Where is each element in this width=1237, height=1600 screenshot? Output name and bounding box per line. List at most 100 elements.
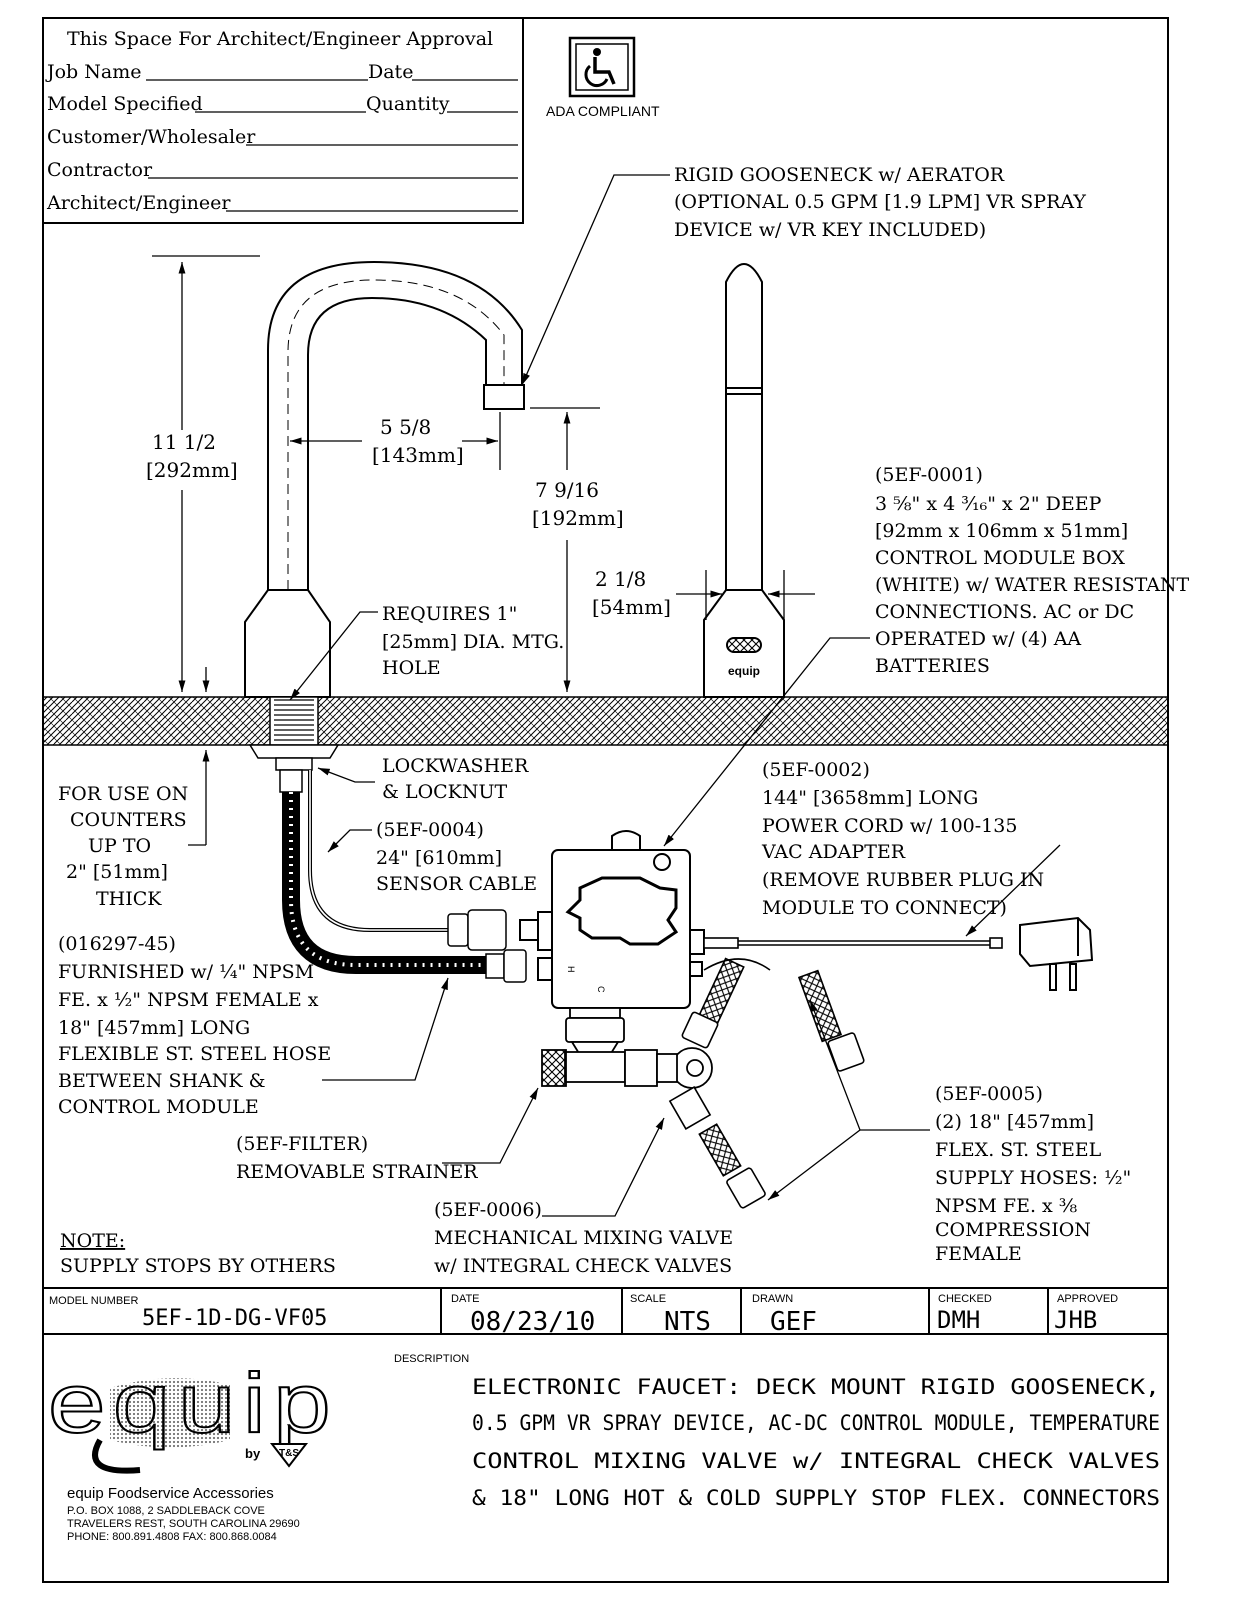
ts-logo: T&S: [269, 1443, 309, 1468]
supply-hoses-callout-2: (2) 18" [457mm]: [935, 1111, 1094, 1133]
scale-value: NTS: [664, 1307, 711, 1337]
description-line-1: ELECTRONIC FAUCET: DECK MOUNT RIGID GOOS…: [472, 1375, 1160, 1399]
supply-hoses-callout-7: FEMALE: [935, 1243, 1022, 1265]
spout-height-dim-2: [192mm]: [532, 506, 624, 530]
mixing-valve-callout-1: (5EF-0006): [434, 1199, 542, 1221]
control-box-callout-6: CONNECTIONS. AC or DC: [875, 601, 1134, 623]
date-field-value: 08/23/10: [470, 1307, 595, 1337]
description-line-2: 0.5 GPM VR SPRAY DEVICE, AC-DC CONTROL M…: [472, 1411, 1160, 1435]
mixing-valve-callout-2: MECHANICAL MIXING VALVE: [434, 1227, 733, 1249]
sensor-cable-callout-3: SENSOR CABLE: [376, 873, 537, 895]
company-phone: PHONE: 800.891.4808 FAX: 800.868.0084: [67, 1531, 277, 1543]
power-cord-callout-6: MODULE TO CONNECT): [762, 897, 1007, 919]
hose-callout-4: 18" [457mm] LONG: [58, 1017, 250, 1039]
supply-hoses-callout-1: (5EF-0005): [935, 1083, 1043, 1105]
faucet-shank: [248, 696, 340, 793]
date-label: Date: [368, 61, 413, 83]
module-arrow-h: H: [566, 966, 576, 973]
lockwasher-callout-1: LOCKWASHER: [382, 755, 529, 777]
supply-hose-cold: [703, 958, 865, 1072]
description-line-4: & 18" LONG HOT & COLD SUPPLY STOP FLEX. …: [472, 1486, 1160, 1510]
power-cord-callout-1: (5EF-0002): [762, 759, 870, 781]
hose-callout-2: FURNISHED w/ ¼" NPSM: [58, 961, 314, 983]
ada-wheelchair-icon: [568, 36, 636, 98]
control-box-callout-5: (WHITE) w/ WATER RESISTANT: [875, 574, 1190, 596]
model-specified-label: Model Specified: [47, 93, 203, 115]
sensor-cable-connector: [447, 909, 507, 951]
supply-hoses-callout-6: COMPRESSION: [935, 1219, 1091, 1241]
model-number-value: 5EF-1D-DG-VF05: [142, 1306, 327, 1331]
control-box-callout-3: [92mm x 106mm x 51mm]: [875, 520, 1128, 542]
approved-label: APPROVED: [1057, 1293, 1118, 1305]
control-box-callout-4: CONTROL MODULE BOX: [875, 547, 1125, 569]
power-cord-callout-5: (REMOVE RUBBER PLUG IN: [762, 869, 1044, 891]
gooseneck-faucet: [244, 260, 525, 698]
mixing-valve-callout-3: w/ INTEGRAL CHECK VALVES: [434, 1255, 732, 1277]
height-dim-1: 11 1/2: [152, 430, 216, 454]
strainer-callout-2: REMOVABLE STRAINER: [236, 1161, 478, 1183]
lockwasher-callout-2: & LOCKNUT: [382, 781, 508, 803]
approval-box: This Space For Architect/Engineer Approv…: [42, 17, 524, 224]
quantity-label: Quantity: [366, 93, 450, 115]
power-cord-callout-2: 144" [3658mm] LONG: [762, 787, 978, 809]
gooseneck-callout-3: DEVICE w/ VR KEY INCLUDED): [674, 219, 986, 241]
countertop: [42, 696, 1169, 746]
control-box-callout-2: 3 ⅝" x 4 ³⁄₁₆" x 2" DEEP: [875, 493, 1102, 515]
equip-logo: equip: [47, 1355, 333, 1474]
supply-hoses-callout-4: SUPPLY HOSES: ½": [935, 1167, 1131, 1189]
model-number-label: MODEL NUMBER: [49, 1295, 138, 1307]
base-width-dim-1: 2 1/8: [595, 567, 646, 591]
control-box-callout-7: OPERATED w/ (4) AA: [875, 628, 1081, 650]
mtg-hole-callout-1: REQUIRES 1": [382, 603, 517, 625]
supply-hose-hot: [668, 957, 766, 1209]
approval-title: This Space For Architect/Engineer Approv…: [67, 28, 493, 50]
company-address-2: TRAVELERS REST, SOUTH CAROLINA 29690: [67, 1518, 300, 1530]
counters-callout-1: FOR USE ON: [58, 783, 188, 805]
by-label: by: [245, 1446, 261, 1461]
sensor-cable-callout-1: (5EF-0004): [376, 819, 484, 841]
customer-label: Customer/Wholesaler: [47, 126, 256, 148]
control-box-callout-1: (5EF-0001): [875, 464, 983, 486]
company-name: equip Foodservice Accessories: [67, 1485, 274, 1502]
ts-logo-text: T&S: [279, 1448, 299, 1459]
architect-label: Architect/Engineer: [46, 192, 231, 214]
gooseneck-callout-2: (OPTIONAL 0.5 GPM [1.9 LPM] VR SPRAY: [674, 191, 1086, 213]
drawn-label: DRAWN: [752, 1293, 793, 1305]
supply-hoses-callout-5: NPSM FE. x ⅜: [935, 1195, 1077, 1217]
contractor-label: Contractor: [47, 159, 153, 181]
power-cord-callout-4: VAC ADAPTER: [761, 841, 906, 863]
title-block: [43, 1287, 1168, 1335]
approved-value: JHB: [1054, 1306, 1097, 1334]
outer-border: [42, 17, 1169, 1583]
note-body: SUPPLY STOPS BY OTHERS: [60, 1255, 336, 1277]
sensor-logo: equip: [728, 664, 760, 678]
checked-label: CHECKED: [938, 1293, 992, 1305]
module-arrow-c: C: [596, 986, 606, 993]
description-label: DESCRIPTION: [394, 1353, 469, 1365]
supply-hoses-callout-3: FLEX. ST. STEEL: [935, 1139, 1102, 1161]
description-line-3: CONTROL MIXING VALVE w/ INTEGRAL CHECK V…: [472, 1449, 1160, 1473]
hose-callout-5: FLEXIBLE ST. STEEL HOSE: [58, 1043, 331, 1065]
hose-fitting: [485, 949, 527, 983]
reach-dim-2: [143mm]: [372, 443, 464, 467]
drawn-value: GEF: [770, 1307, 817, 1337]
hose-callout-1: (016297-45): [58, 933, 176, 955]
counters-callout-3: UP TO: [88, 835, 151, 857]
sensor-unit: [703, 263, 785, 698]
strainer-callout-1: (5EF-FILTER): [236, 1133, 368, 1155]
company-address-1: P.O. BOX 1088, 2 SADDLEBACK COVE: [67, 1505, 265, 1517]
scale-label: SCALE: [630, 1293, 666, 1305]
job-name-label: Job Name: [45, 61, 141, 83]
checked-value: DMH: [937, 1306, 980, 1334]
note-title: NOTE:: [60, 1230, 125, 1252]
sensor-cable-callout-2: 24" [610mm]: [376, 847, 502, 869]
hose-callout-3: FE. x ½" NPSM FEMALE x: [58, 989, 319, 1011]
spout-height-dim-1: 7 9/16: [535, 478, 599, 502]
power-adapter: [1019, 916, 1094, 991]
date-field-label: DATE: [451, 1293, 480, 1305]
mtg-hole-callout-3: HOLE: [382, 657, 441, 679]
control-module: [519, 830, 705, 1009]
counters-callout-2: COUNTERS: [70, 809, 187, 831]
